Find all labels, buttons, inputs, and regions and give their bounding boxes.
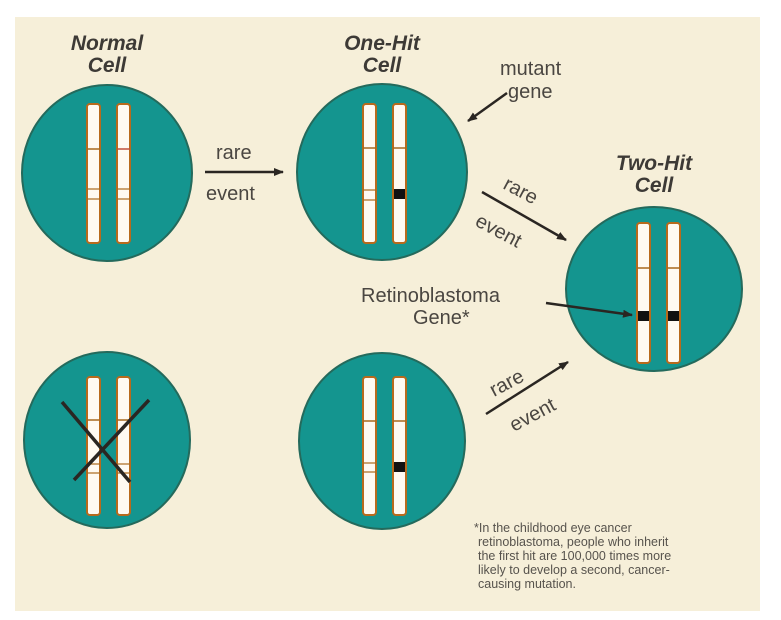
svg-text:Two-Hit: Two-Hit [616, 152, 693, 175]
svg-text:rare: rare [216, 142, 252, 164]
crossed-out-normal-cell [23, 351, 191, 529]
chromosome-right [666, 222, 681, 364]
mutation-marker [394, 462, 405, 472]
chromosome-left [86, 103, 101, 244]
normal-cell-title: Normal Cell [71, 32, 145, 77]
mutant-gene-callout: mutant gene [467, 58, 562, 123]
chromosome-right [116, 103, 131, 244]
mutation-marker [668, 311, 679, 321]
svg-text:Gene*: Gene* [413, 307, 470, 329]
cross-out-x-icon [60, 398, 151, 484]
rare-event-arrow-1: rare event [205, 142, 284, 205]
inherited-one-hit-cell [298, 352, 466, 530]
two-hit-cell [565, 206, 743, 372]
retinoblastoma-gene-callout: Retinoblastoma Gene* [361, 285, 633, 329]
rare-event-arrow-3: rare event [485, 360, 569, 437]
mutation-marker [638, 311, 649, 321]
svg-text:event: event [206, 183, 255, 205]
chromosome-left [636, 222, 651, 364]
svg-text:Retinoblastoma: Retinoblastoma [361, 285, 501, 307]
chromosome-left [362, 376, 377, 516]
svg-text:likely to develop a second, ca: likely to develop a second, cancer- [478, 563, 670, 577]
svg-text:Normal: Normal [71, 32, 145, 55]
chromosome-right [392, 376, 407, 516]
svg-text:rare: rare [500, 173, 542, 209]
svg-text:the first hit are 100,000 time: the first hit are 100,000 times more [478, 549, 671, 563]
normal-cell [21, 84, 193, 262]
rare-event-arrow-2: rare event [472, 173, 567, 253]
svg-text:event: event [472, 210, 526, 253]
footnote: *In the childhood eye cancer retinoblast… [474, 521, 671, 591]
svg-text:retinoblastoma, people who inh: retinoblastoma, people who inherit [478, 535, 669, 549]
svg-text:Cell: Cell [88, 54, 128, 77]
svg-text:event: event [506, 394, 560, 437]
chromosome-left [362, 103, 377, 244]
svg-text:Cell: Cell [363, 54, 403, 77]
svg-text:One-Hit: One-Hit [344, 32, 421, 55]
mutation-marker [394, 189, 405, 199]
two-hit-cell-title: Two-Hit Cell [616, 152, 693, 197]
chromosome-right [116, 376, 131, 516]
svg-text:mutant: mutant [500, 58, 562, 80]
svg-text:causing mutation.: causing mutation. [478, 577, 576, 591]
one-hit-cell [296, 83, 468, 261]
svg-text:Cell: Cell [635, 174, 675, 197]
svg-text:rare: rare [486, 365, 528, 401]
svg-text:*In the childhood eye cancer: *In the childhood eye cancer [474, 521, 632, 535]
one-hit-cell-title: One-Hit Cell [344, 32, 421, 77]
svg-text:gene: gene [508, 81, 553, 103]
chromosome-right [392, 103, 407, 244]
